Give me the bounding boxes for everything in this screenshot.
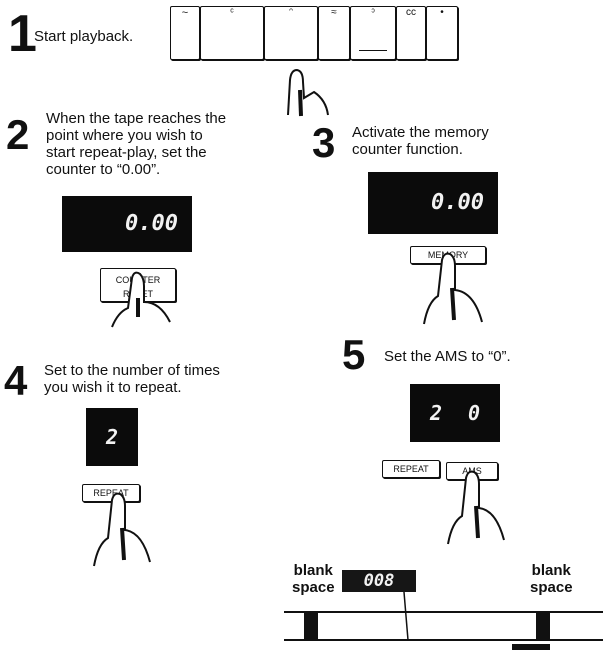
hand-pointer-icon xyxy=(111,271,171,328)
counter-display: 0.00 xyxy=(62,196,192,252)
step-2-line: counter to “0.00”. xyxy=(46,161,161,178)
record-button[interactable]: ᵓ xyxy=(350,6,396,60)
blank-space-left-line: space xyxy=(292,579,335,596)
rec-mute-button[interactable]: • xyxy=(426,6,458,60)
ams-display-right: 0 xyxy=(468,401,481,425)
blank-space-left-line: blank xyxy=(293,562,333,579)
transport-panel: ~ ᶜ ᵔ ≈ ᵓ cc • xyxy=(170,6,462,62)
blank-space-right-line: space xyxy=(530,579,573,596)
step-4-line: you wish it to repeat. xyxy=(44,379,182,396)
step-4-line: Set to the number of times xyxy=(44,362,220,379)
repeat-count-display: 2 xyxy=(86,408,138,466)
ams-display: 2 0 xyxy=(410,384,500,442)
hand-pointer-icon xyxy=(447,470,505,545)
step-2-text: When the tape reaches the point where yo… xyxy=(46,110,226,178)
step-1-text: Start playback. xyxy=(34,28,134,45)
blank-space-right-line: blank xyxy=(531,562,571,579)
step-2-line: start repeat-play, set the xyxy=(46,144,207,161)
blank-space-label-left: blank space xyxy=(292,562,335,596)
step-1-number: 1 xyxy=(8,5,37,63)
ams-display-left: 2 xyxy=(430,401,443,425)
step-5-text: Set the AMS to “0”. xyxy=(384,348,511,365)
blank-space-label-right: blank space xyxy=(530,562,573,596)
pause-button[interactable]: cc xyxy=(396,6,426,60)
step-2-line: When the tape reaches the xyxy=(46,110,227,127)
repeat-button-step5[interactable]: REPEAT xyxy=(382,460,440,478)
memory-display: 0.00 xyxy=(368,172,498,234)
step-4-text: Set to the number of times you wish it t… xyxy=(44,362,220,396)
rewind-button[interactable]: ᶜ xyxy=(200,6,264,60)
step-3-text: Activate the memory counter function. xyxy=(352,124,489,158)
stop-button[interactable]: ~ xyxy=(170,6,200,60)
hand-pointer-icon xyxy=(287,68,329,117)
step-2-number: 2 xyxy=(6,111,30,158)
step-5-number: 5 xyxy=(342,331,366,378)
step-3-line: counter function. xyxy=(352,141,463,158)
tape-diagram xyxy=(284,592,603,650)
step-3-line: Activate the memory xyxy=(352,124,489,141)
step-4-number: 4 xyxy=(4,357,28,404)
ffwd-button[interactable]: ≈ xyxy=(318,6,350,60)
tape-counter-display: 008 xyxy=(342,570,416,592)
play-button[interactable]: ᵔ xyxy=(264,6,318,60)
hand-pointer-icon xyxy=(423,252,483,325)
step-3-number: 3 xyxy=(312,119,336,166)
step-2-line: point where you wish to xyxy=(46,127,203,144)
hand-pointer-icon xyxy=(93,492,151,567)
